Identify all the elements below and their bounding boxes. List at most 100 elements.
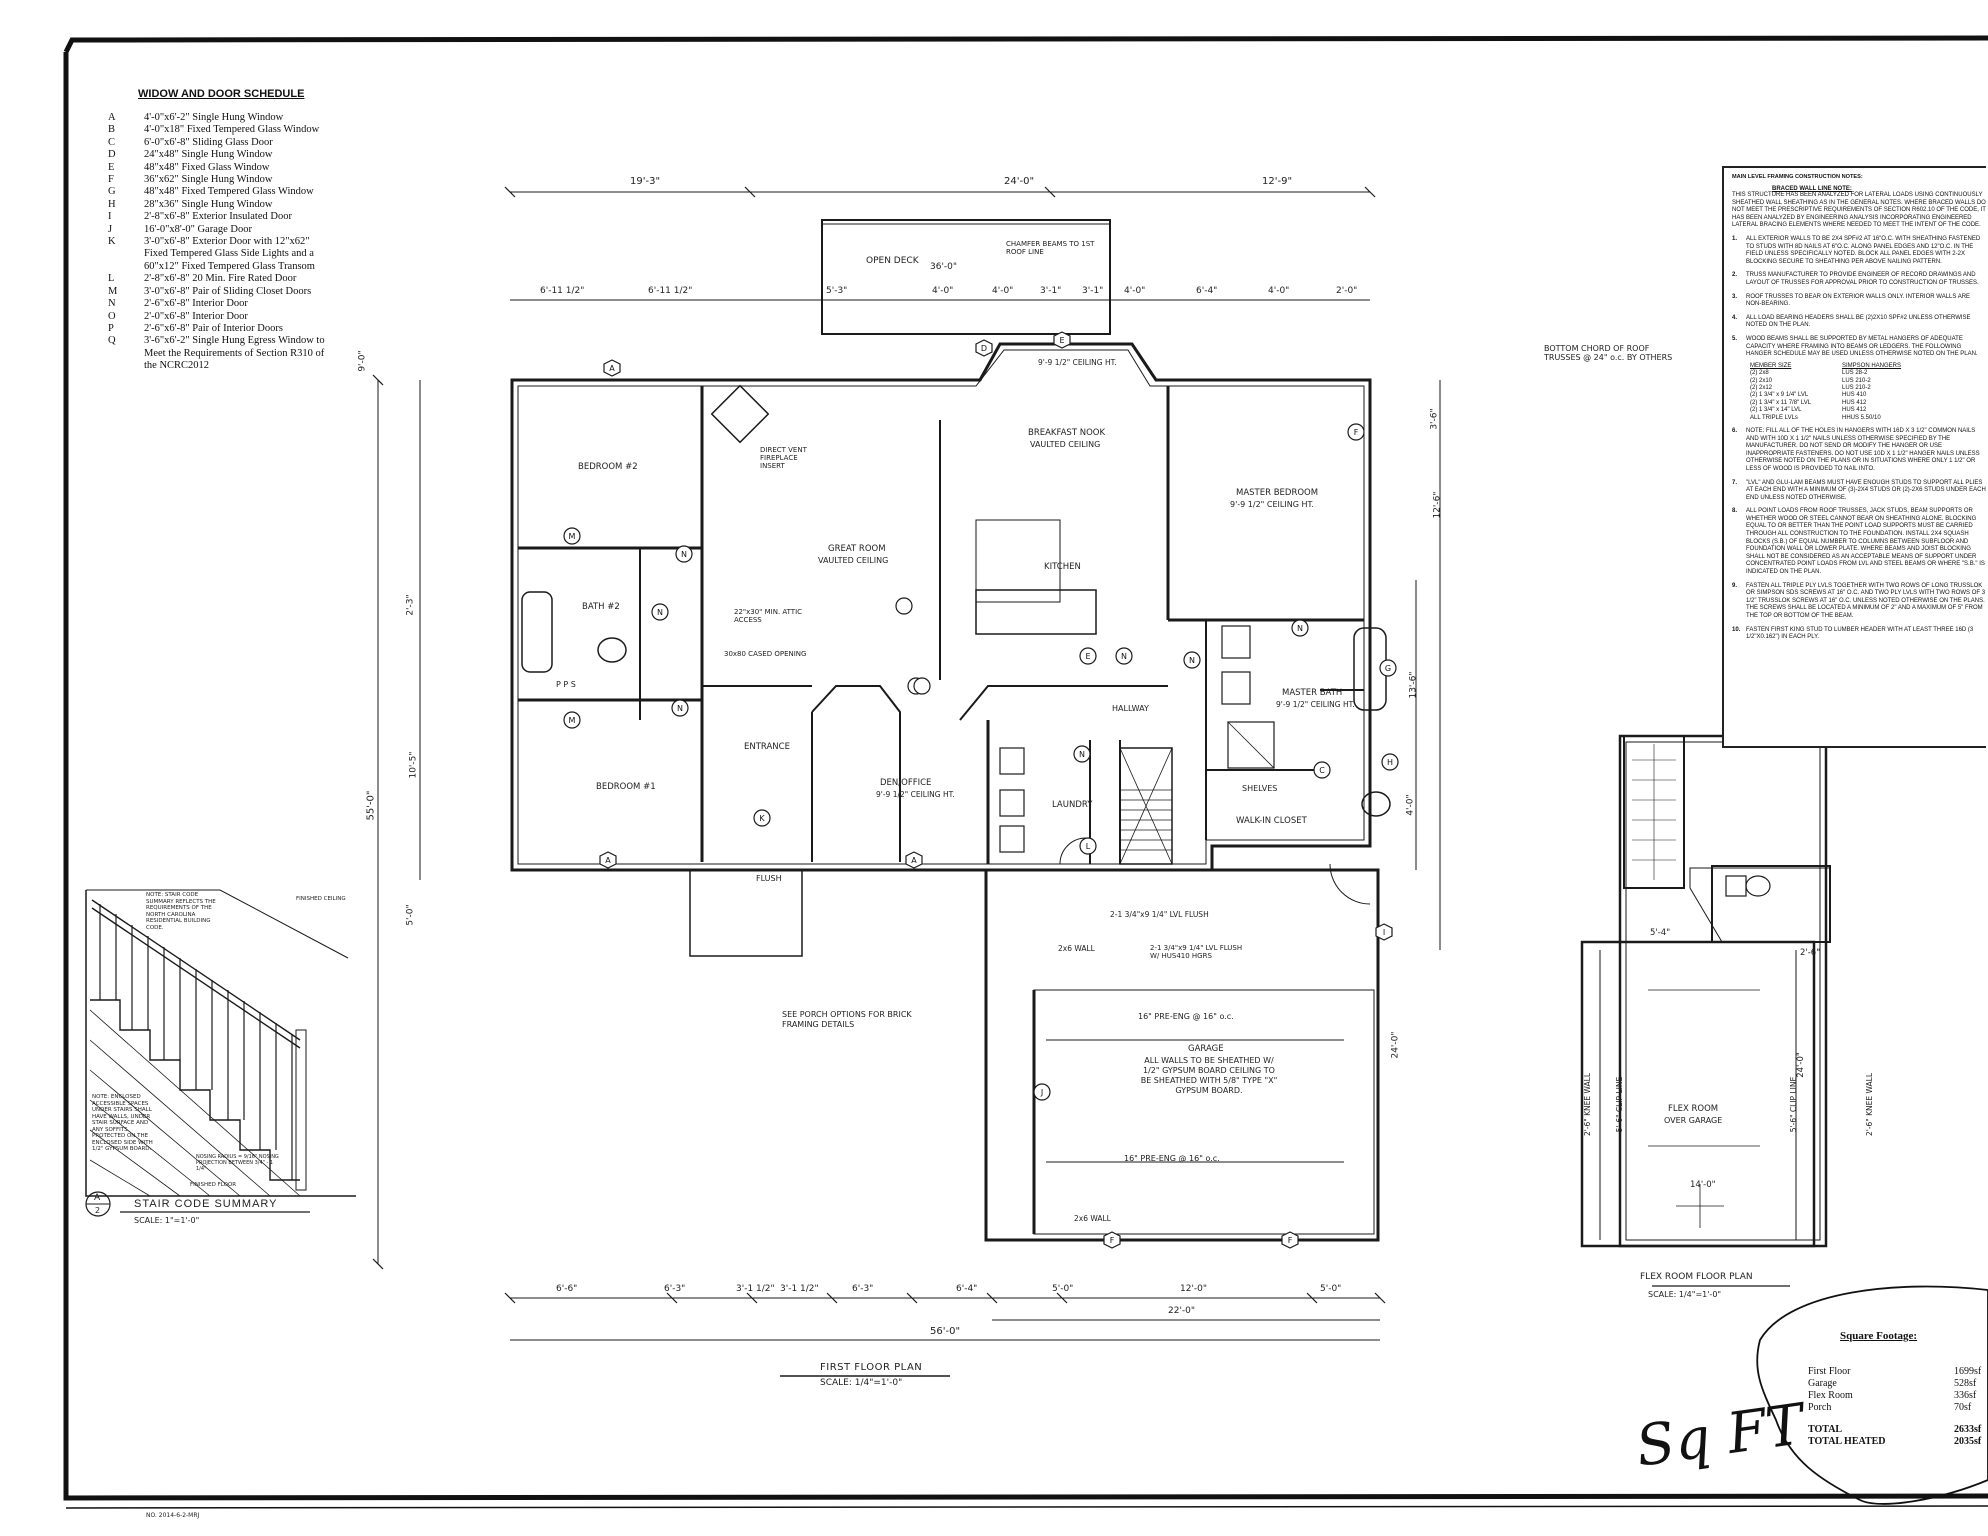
dim-bottom-total: 56'-0" <box>930 1326 961 1337</box>
label-master-bedroom: MASTER BEDROOM <box>1236 488 1319 498</box>
flex-kneewall-2: 2'-6" KNEE WALL <box>1865 1072 1875 1137</box>
svg-text:F: F <box>1110 1236 1115 1245</box>
note-text: Fasten first king stud to lumber header … <box>1746 626 1974 641</box>
label-master-bedroom-sub: 9'-9 1/2" CEILING HT. <box>1230 500 1314 509</box>
note-text: All load bearing headers shall be (2)2x1… <box>1746 314 1971 329</box>
sqft-total-row: TOTAL 2633sf <box>1808 1424 1988 1435</box>
schedule-desc: 48"x48" Fixed Glass Window <box>144 161 270 173</box>
schedule-code: A <box>108 112 116 123</box>
dim-bottom-7: 5'-0" <box>1052 1284 1074 1294</box>
dim-bottom-9: 5'-0" <box>1320 1284 1342 1294</box>
sqft-total-value: 2633sf <box>1954 1424 1982 1435</box>
label-master-bath: MASTER BATH <box>1282 688 1343 698</box>
label-garage-note: ALL WALLS TO BE SHEATHED W/ 1/2" GYPSUM … <box>1140 1056 1278 1095</box>
hanger-member: (2) 2x10 <box>1750 377 1773 384</box>
note-item: 2.Truss manufacturer to provide engineer… <box>1732 272 1986 287</box>
schedule-desc: 2'-6"x6'-8" Interior Door <box>144 298 248 310</box>
svg-text:C: C <box>1319 766 1325 775</box>
hanger-member: (2) 1 3/4" x 11 7/8" LVL <box>1750 399 1812 406</box>
schedule-desc: 28"x36" Single Hung Window <box>144 198 273 210</box>
svg-text:H: H <box>1387 758 1393 767</box>
stair-note-1: NOTE: STAIR CODE SUMMARY REFLECTS THE RE… <box>146 892 216 931</box>
note-item: 8.All point loads from roof trusses, jac… <box>1732 508 1986 576</box>
schedule-code: H <box>108 198 116 210</box>
note-item: 9.Fasten all triple ply LVLs together wi… <box>1732 583 1986 621</box>
hanger-model: HUS 412 <box>1842 399 1867 406</box>
svg-text:L: L <box>1086 842 1091 851</box>
dim-top2-11: 2'-0" <box>1336 286 1358 296</box>
label-master-bath-sub: 9'-9 1/2" CEILING HT. <box>1276 700 1355 709</box>
plan-scale: SCALE: 1/4"=1'-0" <box>820 1378 903 1388</box>
schedule-desc: 4'-0"x6'-2" Single Hung Window <box>144 112 284 123</box>
label-lvl-hangers: 2-1 3/4"x9 1/4" LVL FLUSH W/ HUS410 HGRS <box>1150 944 1243 960</box>
sqft-heated-label: TOTAL HEATED <box>1808 1436 1886 1447</box>
garage-walls <box>984 868 1380 1242</box>
svg-text:A: A <box>605 856 611 865</box>
flex-scale: SCALE: 1/4"=1'-0" <box>1648 1290 1722 1299</box>
hanger-model: HUS 412 <box>1842 407 1867 414</box>
label-truss-note: BOTTOM CHORD OF ROOF TRUSSES @ 24" o.c. … <box>1544 344 1673 362</box>
dim-right-1: 3'-6" <box>1429 408 1440 430</box>
stair-finished-ceiling: FINISHED CEILING <box>296 896 346 902</box>
dim-top2-7: 3'-1" <box>1082 286 1104 296</box>
hanger-model: HUS 410 <box>1842 392 1867 399</box>
sheet-border <box>63 35 1988 1501</box>
svg-text:I: I <box>1383 928 1385 937</box>
sqft-title: Square Footage: <box>1840 1330 1918 1342</box>
label-cased: 30x80 CASED OPENING <box>724 650 807 658</box>
dim-top2-1: 6'-11 1/2" <box>540 286 585 296</box>
schedule-code: N <box>108 298 116 310</box>
schedule-code: K <box>108 236 116 248</box>
hanger-model: LUS 210-2 <box>1842 377 1871 384</box>
schedule-code <box>108 348 144 360</box>
sqft-label: Garage <box>1808 1378 1837 1389</box>
stair-title: STAIR CODE SUMMARY <box>134 1198 278 1210</box>
note-number: 9. <box>1732 582 1738 589</box>
dim-top2-8: 4'-0" <box>1124 286 1146 296</box>
dim-left-3: 10'-5" <box>408 751 419 779</box>
schedule-desc: 6'-0"x6'-8" Sliding Glass Door <box>144 136 273 148</box>
svg-text:E: E <box>1085 652 1090 661</box>
sqft-heated-row: TOTAL HEATED 2035sf <box>1808 1436 1988 1447</box>
dim-right-2: 12'-6" <box>1432 491 1443 519</box>
schedule-code: C <box>108 136 116 148</box>
schedule-code: B <box>108 124 116 136</box>
schedule-desc: 2'-0"x6'-8" Interior Door <box>144 310 248 322</box>
stair-note-2: NOTE: ENCLOSED ACCESSIBLE SPACES UNDER S… <box>92 1094 153 1152</box>
hanger-model: HHUS 5.50/10 <box>1842 414 1881 421</box>
label-lvl-flush: 2-1 3/4"x9 1/4" LVL FLUSH <box>1110 910 1209 919</box>
schedule-row: H 28"x36" Single Hung Window <box>108 199 368 211</box>
dim-top2-3: 5'-3" <box>826 286 848 296</box>
note-text: All point loads from roof trusses, jack … <box>1746 508 1985 576</box>
hanger-member: (2) 1 3/4" x 14" LVL <box>1750 407 1802 414</box>
schedule-desc: the NCRC2012 <box>144 360 210 372</box>
label-joist-2: 16" PRE-ENG @ 16" o.c. <box>1124 1154 1220 1163</box>
label-laundry: LAUNDRY <box>1052 800 1093 810</box>
dim-left-2: 2'-3" <box>405 594 416 616</box>
sqft-label: First Floor <box>1808 1366 1851 1377</box>
braced-wall-text: THIS STRUCTURE HAS BEEN ANALYZED FOR LAT… <box>1732 192 1986 229</box>
note-item: 1.All exterior walls to be 2x4 SPF#2 at … <box>1732 236 1986 266</box>
schedule-row: A 4'-0"x6'-2" Single Hung Window <box>108 112 368 124</box>
svg-text:A: A <box>609 364 615 373</box>
schedule-row: E 48"x48" Fixed Glass Window <box>108 162 368 174</box>
schedule-row: N 2'-6"x6'-8" Interior Door <box>108 298 368 310</box>
svg-text:M: M <box>569 716 576 725</box>
schedule-code: E <box>108 161 115 173</box>
schedule-code: F <box>108 174 114 186</box>
schedule-desc: Meet the Requirements of Section R310 of <box>144 347 325 359</box>
schedule-row: 60"x12" Fixed Tempered Glass Transom <box>108 261 368 273</box>
schedule-code: L <box>108 273 115 285</box>
hanger-col-member: MEMBER SIZE <box>1750 362 1792 369</box>
